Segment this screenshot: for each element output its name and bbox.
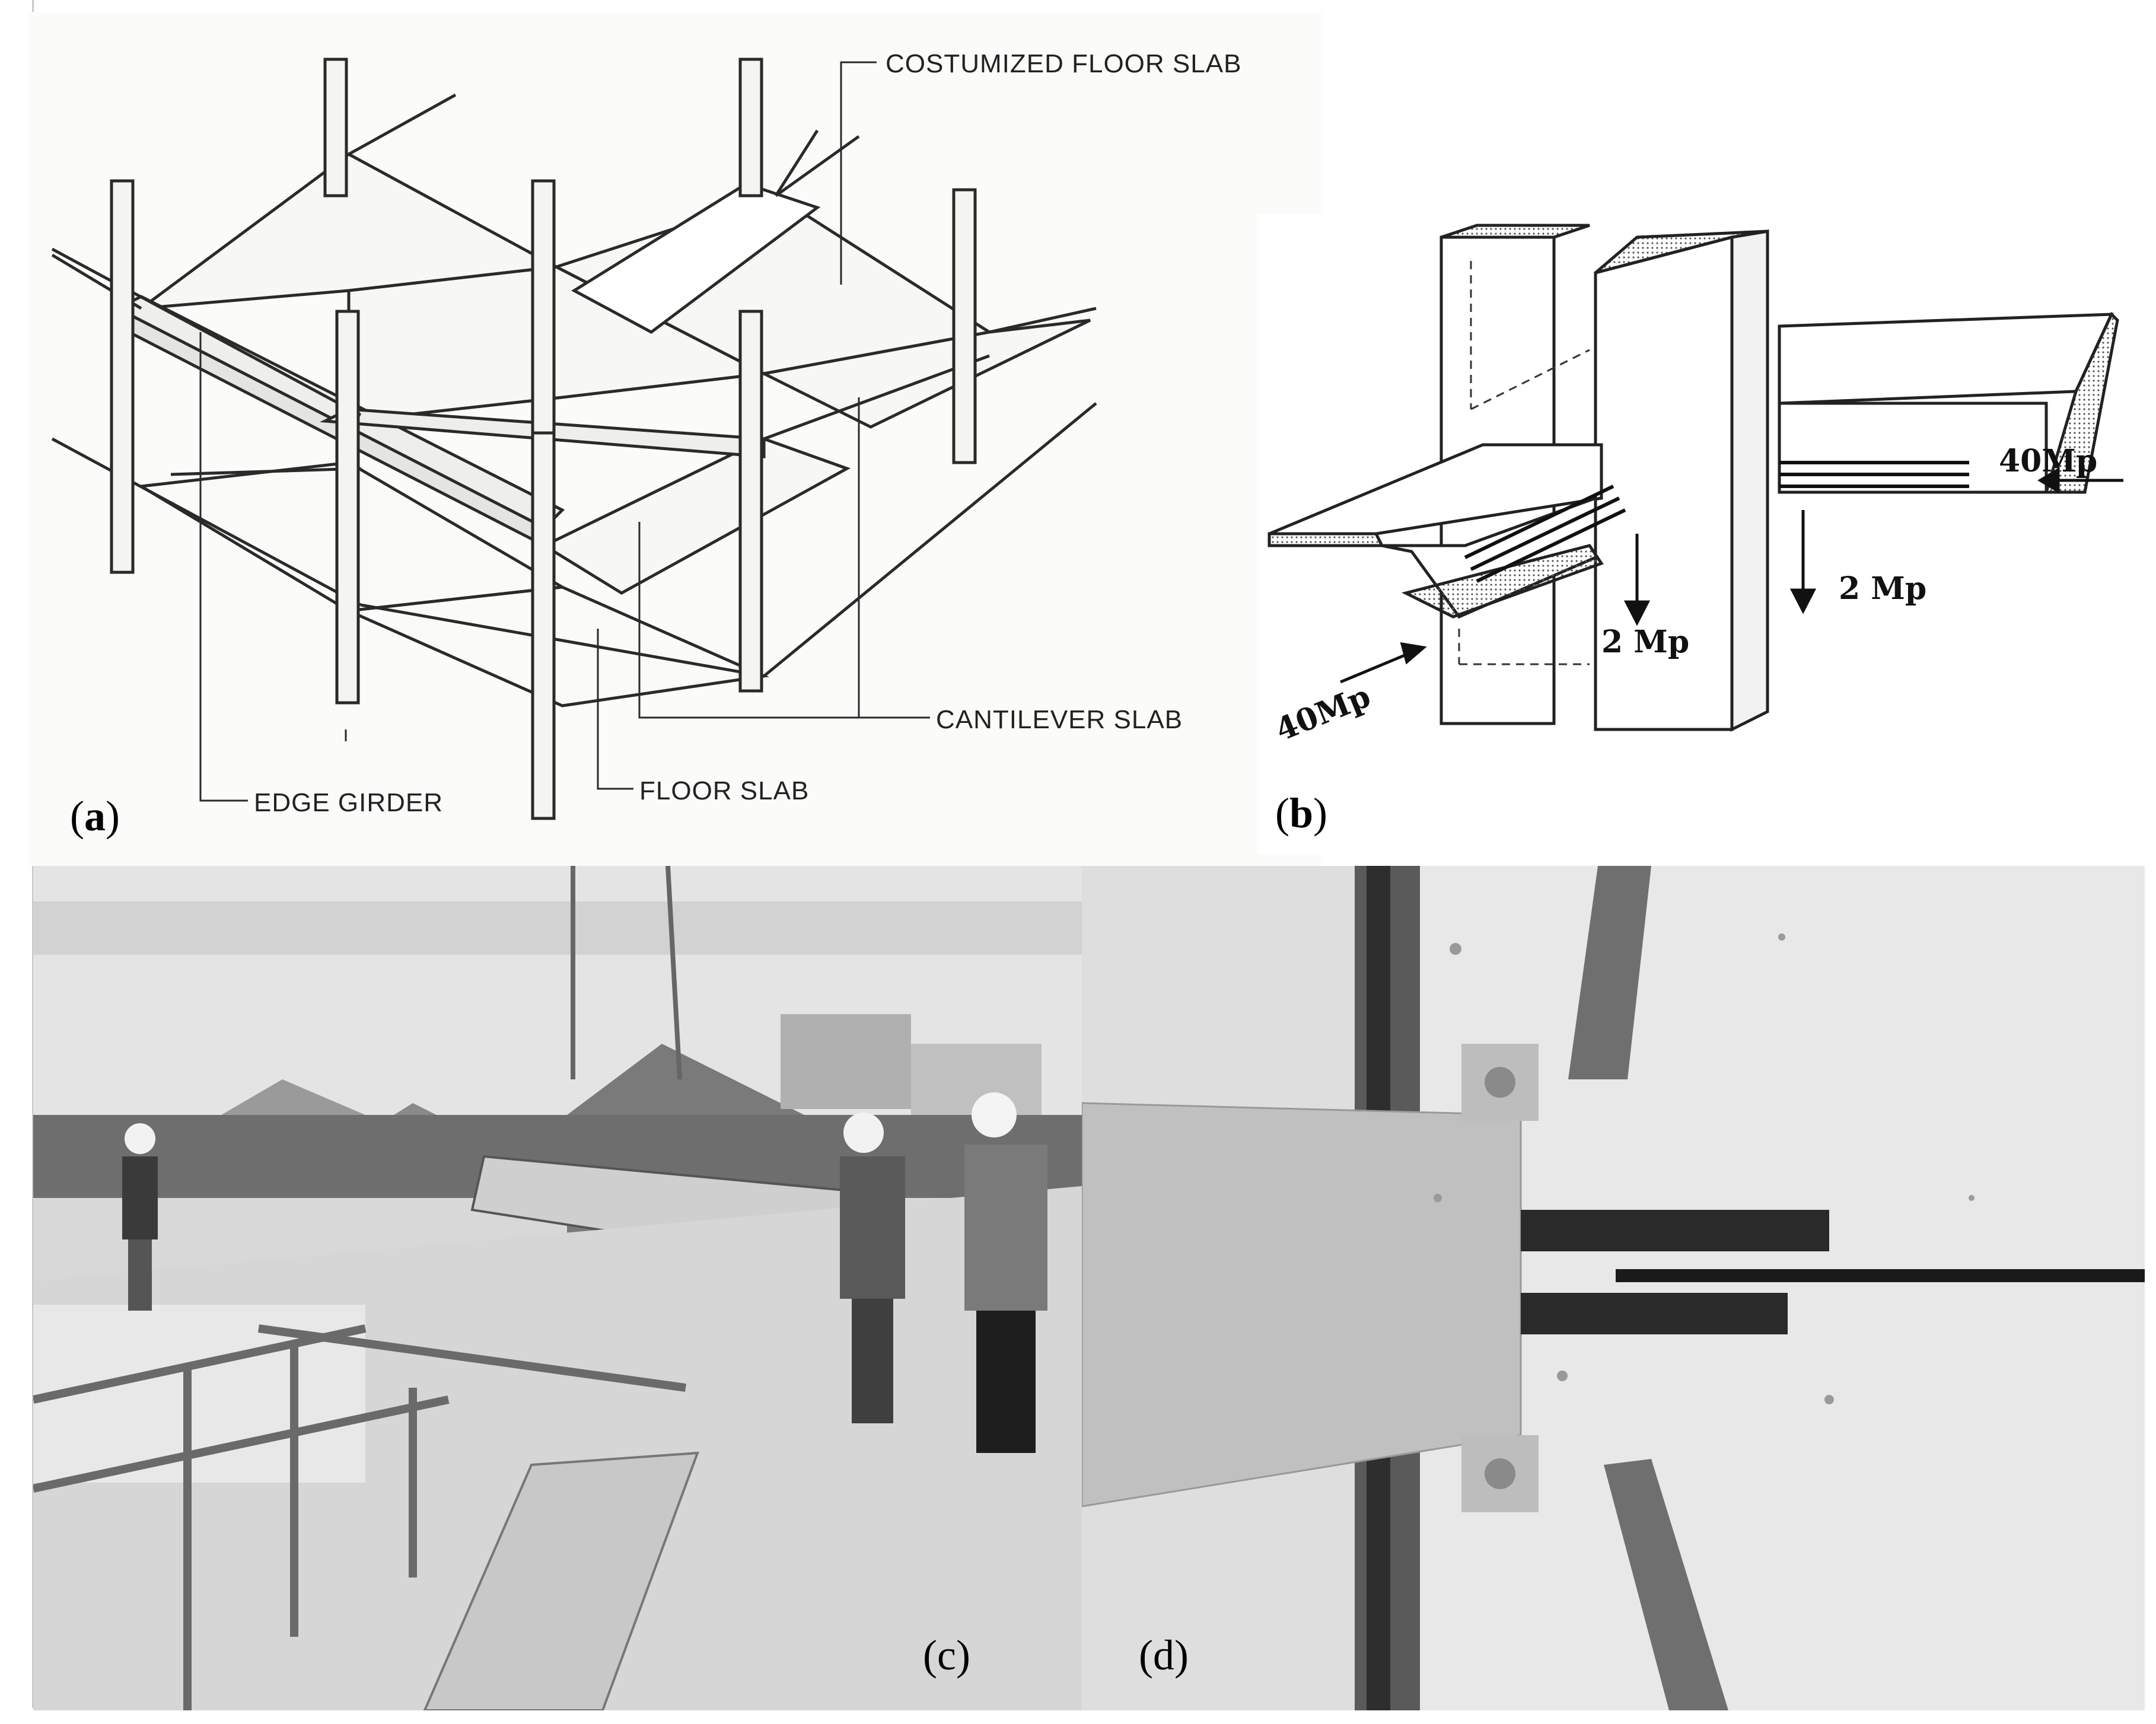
column-5 bbox=[738, 58, 763, 197]
label-costumized-floor-slab: COSTUMIZED FLOOR SLAB bbox=[886, 49, 1241, 78]
lower-floor-mid bbox=[343, 585, 769, 708]
column-1 bbox=[110, 179, 135, 574]
label-force-left: 40Mp bbox=[1270, 678, 1375, 748]
label-load-right: 2 Mp bbox=[1839, 571, 1926, 607]
diagonal-bar-top bbox=[1568, 866, 1651, 1079]
right-slab bbox=[1778, 313, 2114, 405]
connection-drawing: 40Mp 40Mp 2 Mp 2 Mp bbox=[1268, 224, 2123, 748]
panel-letter-a: (a) bbox=[70, 792, 120, 840]
cantilever-lower bbox=[541, 437, 851, 595]
column-6 bbox=[738, 310, 763, 693]
bolt-top bbox=[1485, 1067, 1515, 1098]
panel-letter-c: (c) bbox=[923, 1631, 970, 1679]
column-3 bbox=[335, 310, 360, 705]
panel-letter-d: (d) bbox=[1139, 1631, 1189, 1679]
site-photo-rendering bbox=[33, 866, 1082, 1710]
tendon-strand bbox=[1616, 1269, 2145, 1282]
panel-b-connection-detail: 40Mp 40Mp 2 Mp 2 Mp bbox=[1257, 213, 2135, 854]
label-force-right: 40Mp bbox=[1999, 443, 2097, 479]
column-2 bbox=[323, 58, 348, 197]
column-7 bbox=[952, 188, 977, 464]
cantilever-upper bbox=[759, 318, 1091, 429]
label-load-left: 2 Mp bbox=[1601, 624, 1689, 660]
label-floor-slab: FLOOR SLAB bbox=[639, 776, 809, 805]
slab-opening bbox=[571, 182, 821, 334]
column-8 bbox=[531, 431, 556, 820]
bolt-bottom bbox=[1485, 1458, 1515, 1489]
panel-d-anchorage-photo: (d) bbox=[1082, 866, 2145, 1710]
label-edge-girder: EDGE GIRDER bbox=[254, 788, 443, 817]
precast-beam bbox=[423, 1451, 699, 1710]
precast-beam-end bbox=[1082, 1102, 1522, 1508]
anchorage-photo-rendering bbox=[1082, 866, 2145, 1710]
apartment-block bbox=[781, 1014, 911, 1109]
panel-letter-b: (b) bbox=[1275, 789, 1328, 837]
worker-right bbox=[964, 1092, 1047, 1453]
panel-c-construction-photo: (c) bbox=[33, 866, 1082, 1710]
tendon-slot-lower bbox=[1521, 1293, 1788, 1334]
tendon-slot-upper bbox=[1521, 1210, 1829, 1251]
label-cantilever-slab: CANTILEVER SLAB bbox=[936, 705, 1183, 734]
worker-middle bbox=[840, 1113, 905, 1423]
diagonal-bar-bottom bbox=[1604, 1459, 1728, 1710]
worker-left bbox=[122, 1123, 158, 1311]
panel-a-structural-frame-drawing: COSTUMIZED FLOOR SLAB CANTILEVER SLAB FL… bbox=[28, 12, 1321, 866]
frame-drawing: COSTUMIZED FLOOR SLAB CANTILEVER SLAB FL… bbox=[51, 49, 1241, 820]
